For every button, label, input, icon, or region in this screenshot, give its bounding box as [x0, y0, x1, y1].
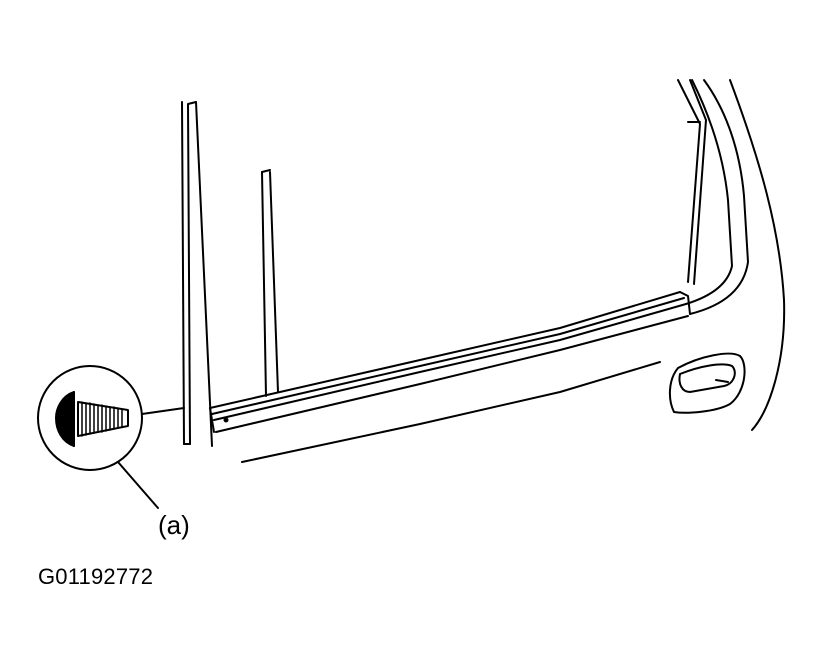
rear-window-frame: [677, 79, 707, 285]
window-glass-edge: [261, 169, 279, 397]
door-handle: [668, 352, 746, 414]
callout-label-a: (a): [158, 510, 190, 540]
door-pillar: [181, 101, 213, 447]
figure-id: G01192772: [38, 564, 154, 589]
belt-molding: [209, 291, 691, 433]
fastener-callout: [37, 365, 159, 509]
door-outer-edge: [241, 79, 786, 463]
leader-line: [141, 407, 185, 415]
